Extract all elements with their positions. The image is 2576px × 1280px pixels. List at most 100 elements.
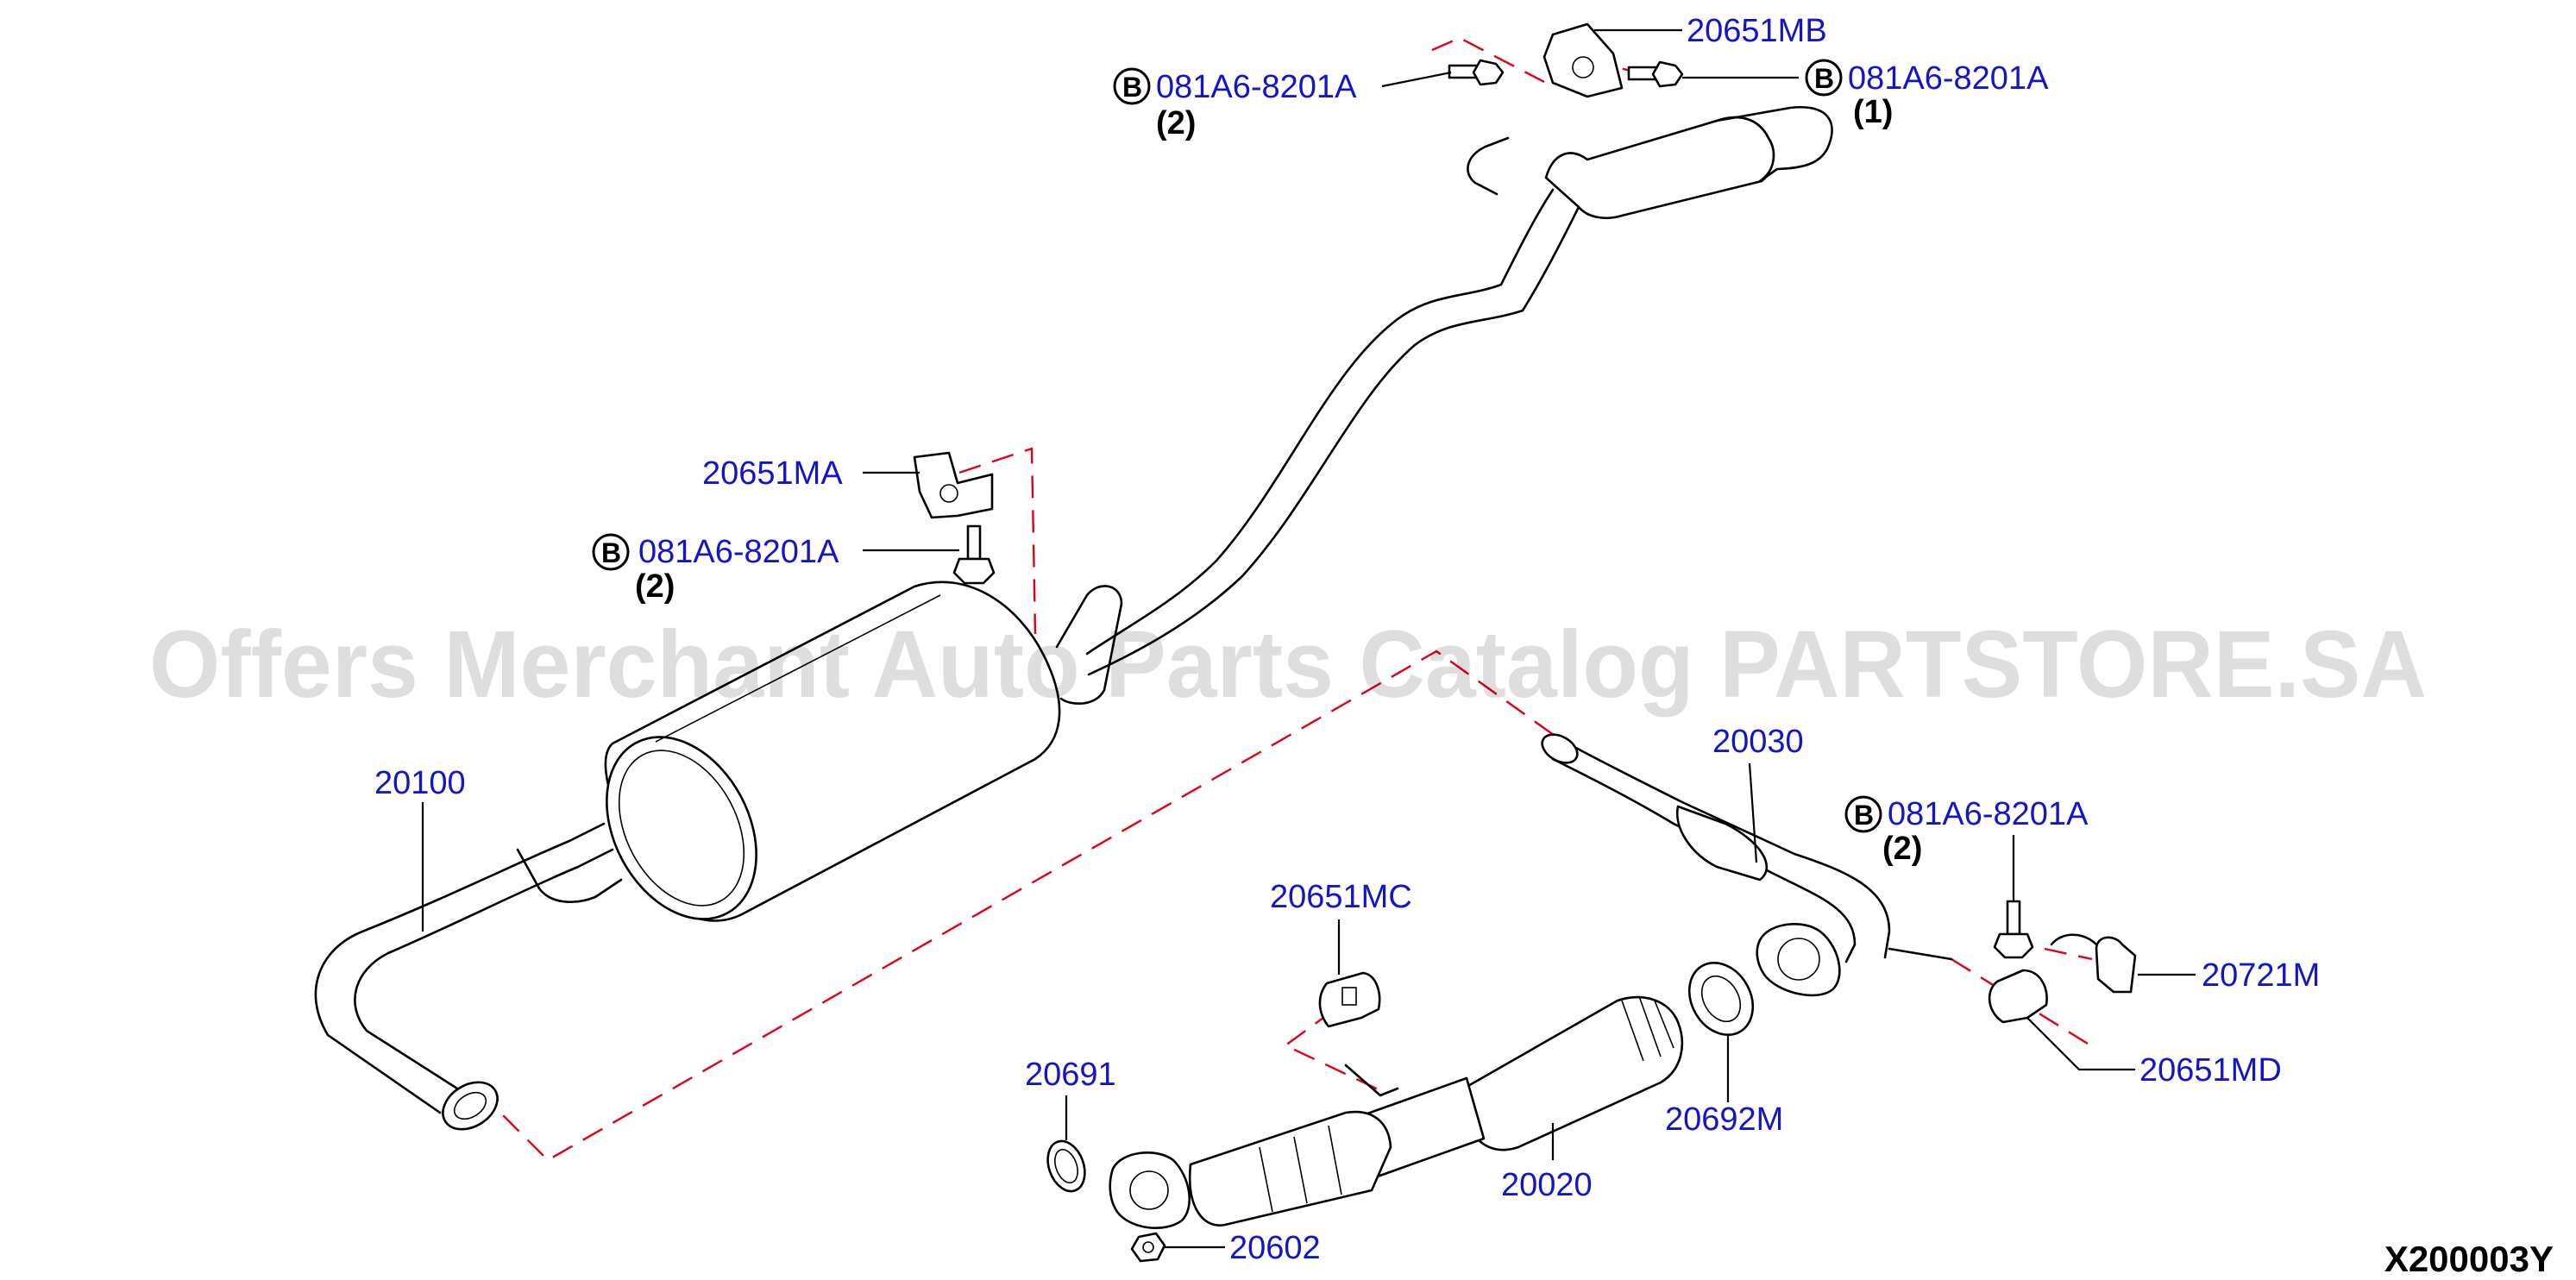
qty-bolt-top-right: (1)	[1853, 94, 1893, 130]
hanger-20651mb	[1542, 22, 1624, 98]
leader-bolt-top-left	[1381, 71, 1452, 88]
converter-inlet-flange	[1109, 1151, 1191, 1230]
converter-heat-shield-tab	[1344, 1064, 1399, 1097]
bolt-markers: B B B B	[592, 59, 1882, 833]
tail-pipe-assembly	[1085, 105, 1833, 676]
rear-pipe-outer	[314, 822, 606, 1114]
tail-pipe-upper	[1085, 188, 1555, 656]
hanger-20651ma-hole	[939, 484, 958, 503]
main-muffler-20100	[314, 580, 1123, 1131]
nut-20602-bore	[1142, 1241, 1154, 1253]
hanger-20651ma	[913, 451, 994, 519]
guide-20651ma	[958, 447, 1037, 635]
front-pipe-hanger-rod	[1888, 947, 1953, 961]
label-bolt-top-right: 081A6-8201A	[1848, 60, 2049, 97]
catalytic-converter-20020	[1109, 995, 1684, 1230]
rubber-hanger-20651mc-body	[1318, 971, 1381, 1028]
bolt-marker-top-right	[1805, 59, 1843, 97]
gasket-20691-inner	[1054, 1148, 1078, 1184]
rear-pipe-hanger	[516, 848, 623, 904]
rubber-hanger-20651mc-slot	[1341, 987, 1357, 1006]
bolt-marker-top-right-letter: B	[1814, 63, 1834, 94]
leader-lines	[421, 28, 2196, 1249]
qty-bolt-right: (2)	[1882, 831, 1922, 867]
rubber-hanger-20651md	[1988, 969, 2048, 1024]
rear-resonator	[1544, 116, 1775, 219]
bracket-20721m-plate	[2095, 936, 2137, 994]
gasket-20691	[1046, 1139, 1086, 1193]
bolt-top-left-head	[1472, 59, 1505, 86]
bolt-marker-mid-left	[592, 533, 630, 571]
bolt-mid-left-head	[952, 557, 996, 585]
gasket-20692m	[1687, 961, 1755, 1037]
bolt-right	[1993, 900, 2034, 959]
label-20651md: 20651MD	[2139, 1052, 2282, 1089]
rear-pipe-flange-bore	[453, 1091, 487, 1120]
label-20100: 20100	[374, 765, 466, 801]
label-bolt-right: 081A6-8201A	[1888, 796, 2089, 832]
label-20602: 20602	[1229, 1230, 1321, 1266]
bolt-right-head	[1993, 932, 2034, 959]
bolt-marker-mid-left-letter: B	[601, 537, 621, 568]
bolt-marker-top-left	[1113, 67, 1151, 105]
bolt-marker-right	[1844, 795, 1882, 833]
label-20721m: 20721M	[2202, 957, 2320, 994]
bracket-20721m	[2050, 933, 2137, 994]
rear-pipe-inner	[354, 848, 614, 1090]
guide-20721m	[2044, 947, 2093, 961]
bolt-mid-left-shank	[966, 524, 982, 561]
bolt-marker-top-left-letter: B	[1122, 72, 1142, 103]
muffler-end-cap	[606, 736, 757, 920]
bolt-right-shank	[2006, 900, 2021, 936]
muffler-end-rim	[618, 750, 745, 907]
guide-20651mb-bolt	[1431, 36, 1545, 84]
bolt-top-right	[1627, 60, 1684, 88]
front-pipe-inlet	[1541, 733, 1579, 764]
tail-hanger-rod	[1467, 136, 1510, 196]
leader-20651md	[2026, 1017, 2135, 1071]
bolt-top-right-head	[1651, 60, 1684, 88]
watermark: Offers Merchant Auto Parts Catalog PARTS…	[149, 612, 2427, 718]
tail-tip	[1715, 105, 1833, 183]
nut-20602-body	[1130, 1232, 1166, 1263]
qty-bolt-mid-left: (2)	[635, 568, 675, 605]
label-bolt-top-left: 081A6-8201A	[1156, 69, 1357, 105]
label-20691: 20691	[1025, 1057, 1116, 1093]
rear-pipe-flange	[442, 1081, 499, 1131]
front-pipe-flange-bore	[1777, 938, 1820, 981]
muffler-hanger-rod	[1055, 585, 1123, 706]
bolt-mid-left	[952, 524, 996, 585]
callout-labels: 20651MB 081A6-8201A (2) 081A6-8201A (1) …	[374, 13, 2320, 1266]
pre-converter-ribs	[1259, 1125, 1342, 1213]
label-20030: 20030	[1712, 724, 1804, 760]
label-bolt-mid-left: 081A6-8201A	[638, 534, 839, 570]
rubber-hanger-20651md-body	[1988, 969, 2048, 1024]
assembly-guides	[478, 36, 2093, 1162]
bolt-top-left	[1448, 59, 1505, 86]
guide-muffler-to-front-pipe	[478, 649, 1558, 1162]
front-pipe-flange	[1756, 922, 1841, 997]
gasket-20692m-inner	[1700, 975, 1742, 1023]
rubber-hanger-20651mc	[1318, 971, 1381, 1028]
front-pipe-20030	[1541, 733, 1953, 997]
label-20020: 20020	[1501, 1167, 1593, 1203]
converter-inlet-bore	[1129, 1170, 1169, 1210]
converter-body	[1465, 995, 1684, 1151]
nut-20602	[1130, 1232, 1166, 1263]
front-pipe-upper	[1560, 738, 1891, 959]
pre-converter	[1188, 1110, 1392, 1227]
diagram-reference-code: X200003Y	[2384, 1239, 2554, 1279]
label-20651ma: 20651MA	[702, 455, 843, 492]
label-20651mc: 20651MC	[1270, 879, 1412, 915]
muffler-seam	[655, 594, 941, 743]
qty-bolt-top-left: (2)	[1156, 105, 1196, 141]
gasket-20692m-outer	[1687, 961, 1755, 1037]
bolt-marker-right-letter: B	[1854, 800, 1874, 831]
label-20692m: 20692M	[1665, 1101, 1783, 1138]
bracket-20721m-rod	[2050, 933, 2098, 946]
tail-pipe-lower	[1087, 205, 1580, 676]
front-pipe-sleeve	[1675, 805, 1769, 882]
leader-20030	[1748, 762, 1758, 863]
gasket-20691-outer	[1046, 1139, 1086, 1193]
